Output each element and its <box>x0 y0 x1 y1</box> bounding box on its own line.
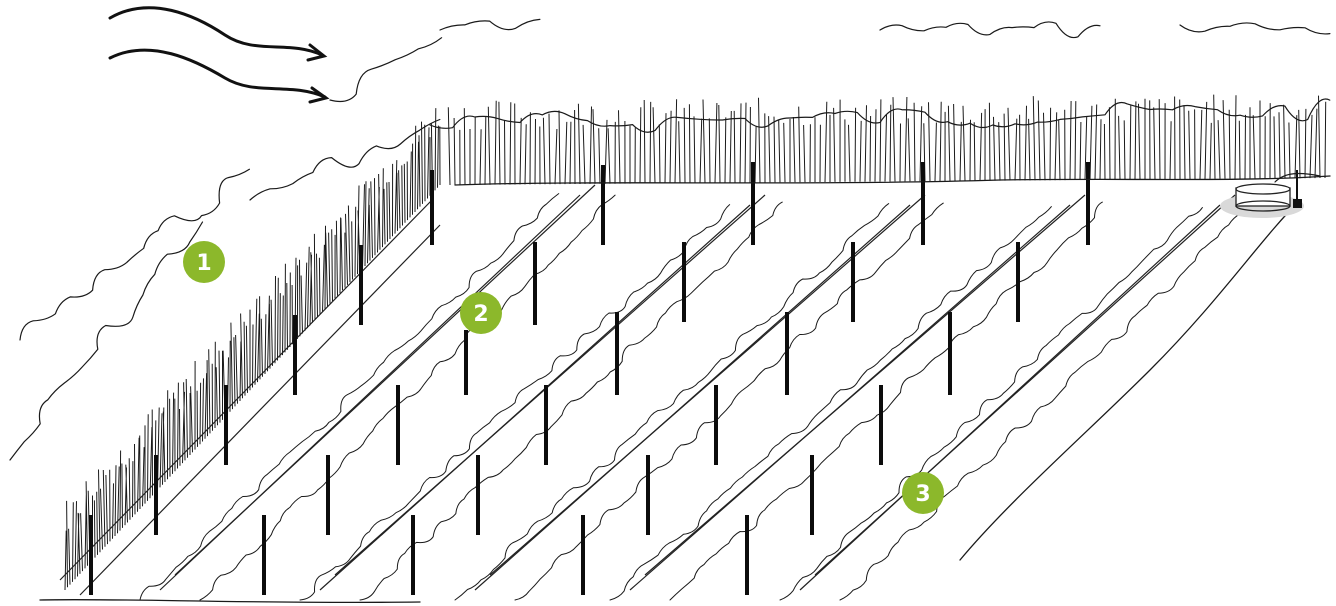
vine-row-foliage <box>610 207 1051 600</box>
vine-row-foliage <box>300 205 730 600</box>
canopy-line <box>1180 23 1330 34</box>
vine-row-foliage <box>360 202 782 600</box>
vine-row-foliage <box>840 208 1258 600</box>
trellis-wire <box>490 195 925 575</box>
field-edge <box>40 176 1330 602</box>
badge-2: 2 <box>460 292 502 334</box>
canopy-line <box>880 22 1100 38</box>
trellis-wire <box>80 225 440 595</box>
vine-rows <box>140 194 1258 600</box>
vine-row-foliage <box>455 204 889 600</box>
badge-1: 1 <box>183 241 225 283</box>
vine-row-foliage <box>670 202 1102 600</box>
badge-3-label: 3 <box>915 482 930 507</box>
trellis-wire <box>815 195 1235 575</box>
badge-3: 3 <box>902 472 944 514</box>
tree-canopy <box>10 19 1330 460</box>
badge-2-label: 2 <box>473 302 488 327</box>
wind-arrows <box>110 8 326 102</box>
canopy-line <box>440 19 540 30</box>
canopy-line <box>330 38 442 102</box>
windbreak-hedge <box>65 95 1326 590</box>
badge-1-label: 1 <box>196 251 211 276</box>
reed-stems <box>65 95 1326 590</box>
